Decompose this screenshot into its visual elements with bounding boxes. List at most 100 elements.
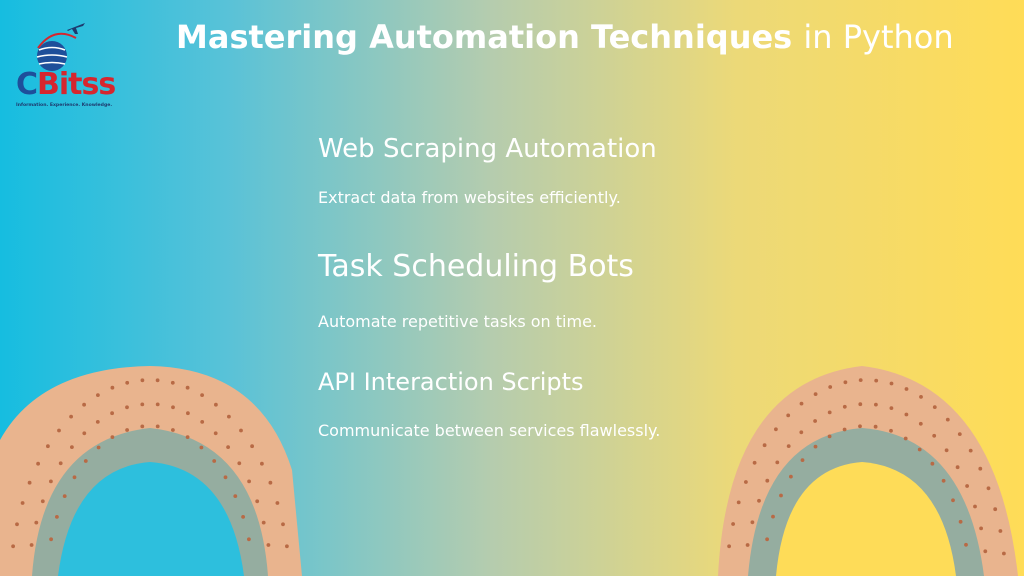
arch-dot	[29, 543, 34, 547]
arch-dot	[951, 498, 955, 503]
arch-dot	[250, 444, 255, 449]
item-heading-api-interaction: API Interaction Scripts	[318, 368, 584, 396]
arch-dot	[978, 466, 983, 471]
arch-dot	[82, 402, 86, 407]
arch-dot	[800, 458, 805, 462]
item-description-web-scraping: Extract data from websites efficiently.	[318, 188, 621, 207]
item-description-task-scheduling: Automate repetitive tasks on time.	[318, 312, 597, 331]
arch-dot	[979, 526, 983, 531]
arch-dot	[965, 484, 969, 488]
arch-dot	[266, 543, 271, 547]
arch-dot	[275, 501, 280, 505]
arch-dot	[46, 444, 50, 449]
arch-dot	[874, 402, 878, 407]
arch-dot	[268, 480, 273, 485]
arch-dot	[20, 501, 25, 505]
arch-dot	[889, 428, 893, 433]
arch-dot	[813, 392, 818, 396]
arch-dot	[941, 478, 946, 483]
arch-dot	[70, 445, 74, 449]
arch-dot	[281, 522, 285, 527]
arch-dot	[904, 387, 909, 391]
cbitss-logo	[14, 18, 114, 118]
arch-dot	[964, 542, 968, 547]
arch-dot	[83, 459, 88, 463]
arch-dot	[171, 405, 175, 410]
arch-dot	[827, 410, 832, 415]
arch-dot	[96, 393, 100, 397]
arch-dot	[140, 378, 145, 383]
arch-dot	[58, 461, 63, 466]
arch-dot	[72, 475, 77, 480]
arch-dot	[842, 427, 847, 432]
arch-dot	[771, 514, 775, 519]
arch-dot	[750, 520, 755, 525]
arch-dot	[34, 520, 39, 525]
arch-dot	[200, 393, 205, 397]
arch-dot	[930, 461, 935, 466]
logo-letters: Bitss	[37, 67, 116, 102]
arch-dot	[874, 378, 879, 383]
page-title: Mastering Automation Techniques in Pytho…	[176, 18, 954, 56]
arch-dot	[155, 424, 160, 429]
arch-dot	[957, 432, 962, 436]
arch-dot	[36, 461, 40, 466]
arch-dot	[858, 424, 862, 429]
arch-dot	[752, 460, 757, 465]
arch-dot	[55, 515, 59, 519]
arch-dot	[765, 537, 769, 542]
arch-dot	[27, 480, 32, 485]
arch-dot	[95, 420, 100, 424]
arch-dot	[237, 461, 242, 466]
arch-dot	[917, 447, 922, 452]
arch-dot	[932, 405, 937, 409]
arch-dot	[49, 479, 53, 484]
arch-dot	[57, 428, 61, 433]
arch-dot	[889, 406, 894, 410]
arch-dot	[779, 493, 783, 498]
arch-dot	[889, 381, 894, 386]
arch-dot	[125, 428, 129, 432]
arch-dot	[858, 378, 863, 382]
arch-dot	[944, 448, 949, 453]
arch-dot	[904, 412, 909, 417]
item-heading-task-scheduling: Task Scheduling Bots	[318, 249, 634, 284]
logo-tagline: Information. Experience. Knowledge.	[16, 103, 113, 108]
arch-dot	[199, 445, 204, 450]
arch-dot	[745, 543, 750, 547]
arch-dot	[247, 537, 251, 542]
arch-dot	[213, 431, 218, 436]
arch-dot	[744, 480, 748, 484]
arch-dot	[82, 431, 87, 436]
arch-dot	[775, 460, 780, 465]
arch-dot	[226, 445, 231, 449]
item-description-api-interaction: Communicate between services flawlessly.	[318, 421, 661, 440]
arch-dot	[903, 436, 908, 441]
arch-dot	[958, 519, 963, 524]
arch-dot	[789, 474, 793, 479]
arch-dot	[918, 421, 923, 426]
arch-dot	[247, 479, 252, 484]
arch-dot	[49, 537, 53, 542]
arch-dot	[774, 427, 778, 432]
arch-dot	[212, 459, 217, 463]
arch-dot	[973, 504, 977, 509]
arch-dot	[827, 434, 832, 439]
arch-dot	[239, 428, 243, 433]
arch-dot	[843, 380, 848, 385]
arch-dot	[983, 549, 988, 554]
arch-dot	[110, 411, 114, 416]
arch-dot	[15, 522, 19, 527]
globe-logo-icon	[36, 32, 77, 71]
arch-dot	[945, 417, 950, 422]
arch-dot	[155, 378, 160, 383]
arch-dot	[955, 465, 960, 470]
arch-dot	[731, 522, 735, 526]
arch-dot	[261, 520, 266, 525]
arch-dot	[799, 430, 804, 435]
arch-dot	[968, 448, 973, 453]
arch-dot	[919, 395, 923, 399]
arch-dot	[62, 494, 67, 498]
arch-dot	[858, 402, 863, 407]
